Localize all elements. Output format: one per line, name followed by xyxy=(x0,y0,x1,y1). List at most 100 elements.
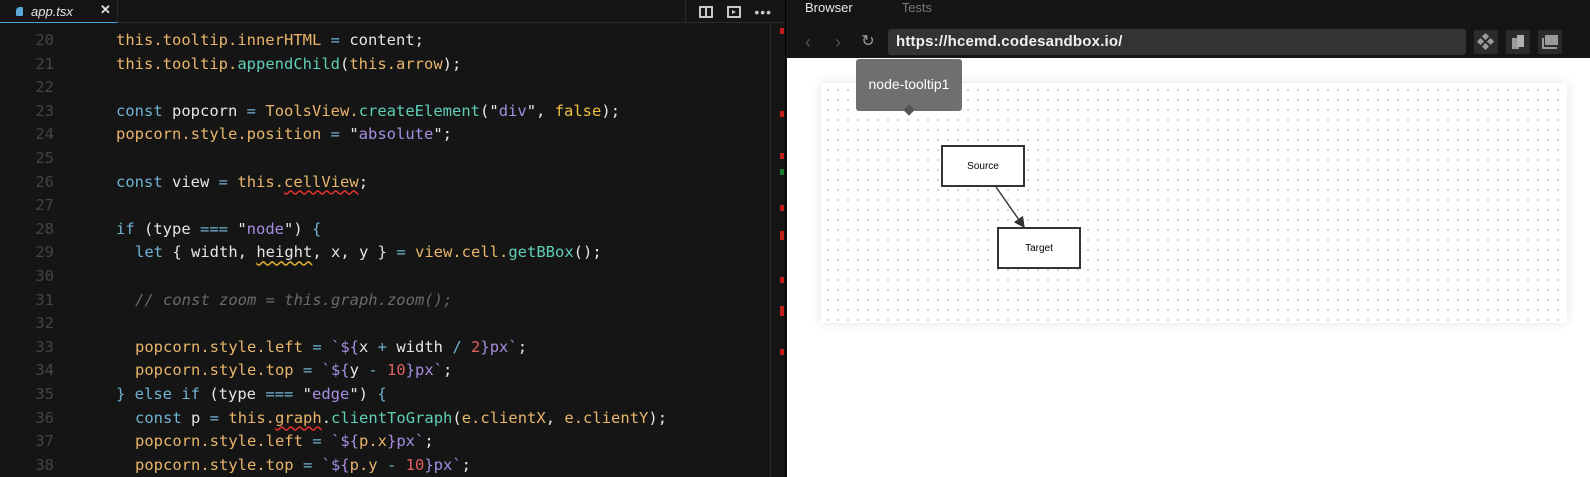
code-token xyxy=(406,243,415,261)
error-marker[interactable] xyxy=(780,205,784,211)
browser-tabs: Browser Tests xyxy=(786,0,1590,17)
open-new-window-button[interactable] xyxy=(1506,30,1530,54)
line-source: let { width, height, x, y } = view.cell.… xyxy=(135,241,602,265)
code-token xyxy=(219,409,228,427)
code-token: }px` xyxy=(405,361,443,380)
code-token: . xyxy=(321,408,332,427)
overview-ruler-scrollbar[interactable] xyxy=(778,23,785,477)
code-token: , xyxy=(545,408,565,427)
url-input[interactable]: https://hcemd.codesandbox.io/ xyxy=(888,29,1466,55)
code-token: ( xyxy=(452,408,462,427)
code-token: ; xyxy=(461,455,472,474)
tab-tests[interactable]: Tests xyxy=(901,0,933,15)
line-number: 36 xyxy=(35,408,54,427)
line-source: popcorn.style.top = `${p.y - 10}px`; xyxy=(135,454,471,477)
back-icon[interactable]: ‹ xyxy=(805,32,811,52)
code-token: = xyxy=(209,408,220,427)
line-number: 22 xyxy=(35,78,54,97)
code-token: } xyxy=(116,385,126,403)
code-token: " xyxy=(228,219,247,238)
code-token: p.y xyxy=(349,455,378,474)
error-marker[interactable] xyxy=(780,153,784,159)
line-source: const p = this.graph.clientToGraph(e.cli… xyxy=(135,407,667,431)
code-token: this. xyxy=(228,408,276,427)
code-token: view xyxy=(162,172,219,191)
code-token: ") xyxy=(284,219,312,238)
code-token: }px` xyxy=(386,432,425,451)
change-marker[interactable] xyxy=(780,169,784,175)
line-source: if (type === "node") { xyxy=(116,218,321,242)
code-token: ; xyxy=(358,172,369,191)
line-source: popcorn.style.position = "absolute"; xyxy=(116,123,452,147)
code-token: this.arrow xyxy=(349,54,443,73)
forward-icon[interactable]: › xyxy=(835,32,841,52)
code-token: = xyxy=(246,101,257,120)
line-number: 37 xyxy=(35,432,54,451)
line-number: 33 xyxy=(35,337,54,356)
line-number: 35 xyxy=(35,385,54,403)
error-marker[interactable] xyxy=(780,349,784,355)
line-number: 24 xyxy=(35,125,54,144)
error-marker[interactable] xyxy=(780,111,784,117)
editor-actions: ••• xyxy=(685,0,785,23)
code-token: `${ xyxy=(321,455,350,474)
tab-browser[interactable]: Browser xyxy=(805,0,853,15)
line-number: 29 xyxy=(35,243,54,262)
code-token: { xyxy=(377,385,387,403)
code-token: ", xyxy=(526,101,555,120)
source-node[interactable]: Source xyxy=(941,145,1025,187)
code-token: - xyxy=(386,455,397,474)
code-token: "; xyxy=(433,125,452,144)
edge-arrow[interactable] xyxy=(821,83,1567,323)
line-number: 38 xyxy=(35,455,54,474)
error-marker[interactable] xyxy=(780,231,784,240)
code-token: const xyxy=(116,172,163,191)
code-token: popcorn.style.position xyxy=(116,125,322,144)
open-preview-icon[interactable] xyxy=(726,5,741,18)
line-source: popcorn.style.top = `${y - 10}px`; xyxy=(135,359,452,383)
code-token: 2 xyxy=(471,337,481,356)
code-token: const xyxy=(116,101,163,120)
code-token: ( xyxy=(339,54,350,73)
code-token: 10 xyxy=(387,361,406,380)
toggle-layout-button[interactable] xyxy=(1538,30,1562,54)
code-token: ") xyxy=(349,385,378,403)
error-marker[interactable] xyxy=(780,306,784,316)
ruler xyxy=(770,23,771,477)
error-marker[interactable] xyxy=(780,28,784,34)
graph-canvas[interactable]: Source Target xyxy=(821,83,1567,323)
code-token: }px` xyxy=(480,337,518,356)
error-marker[interactable] xyxy=(780,277,784,283)
code-token: x xyxy=(358,337,378,356)
code-token: popcorn.style.top xyxy=(135,455,294,474)
line-number: 27 xyxy=(35,196,54,215)
line-number: 34 xyxy=(35,361,54,380)
tab-label: app.tsx xyxy=(31,3,73,19)
close-icon[interactable]: ✕ xyxy=(100,2,111,17)
split-editor-icon[interactable] xyxy=(698,5,713,18)
code-token: 10 xyxy=(405,455,425,474)
typescript-file-icon xyxy=(16,6,23,16)
code-token: cellView xyxy=(284,172,359,191)
code-token: graph xyxy=(275,408,322,427)
code-token: popcorn xyxy=(162,101,247,120)
code-token: / xyxy=(452,337,462,356)
devtools-button[interactable] xyxy=(1474,30,1498,54)
code-token: else if xyxy=(125,385,200,403)
reload-icon[interactable]: ↻ xyxy=(861,33,875,50)
more-actions-icon[interactable]: ••• xyxy=(754,3,773,20)
code-token: ; xyxy=(443,361,453,380)
code-token: `${ xyxy=(330,432,359,451)
tab-app-tsx[interactable]: app.tsx ✕ xyxy=(0,0,118,23)
code-token: this.tooltip. xyxy=(116,54,238,73)
target-node[interactable]: Target xyxy=(997,227,1081,269)
node-tooltip: node-tooltip1 xyxy=(856,59,962,111)
code-token: = xyxy=(293,455,322,474)
code-token: if xyxy=(116,219,135,238)
code-token: height xyxy=(256,243,313,262)
editor-tab-bar: app.tsx ✕ ••• xyxy=(0,0,785,23)
node-label: Target xyxy=(1025,242,1053,254)
line-source: } else if (type === "edge") { xyxy=(116,383,387,407)
code-token: ); xyxy=(442,54,462,73)
